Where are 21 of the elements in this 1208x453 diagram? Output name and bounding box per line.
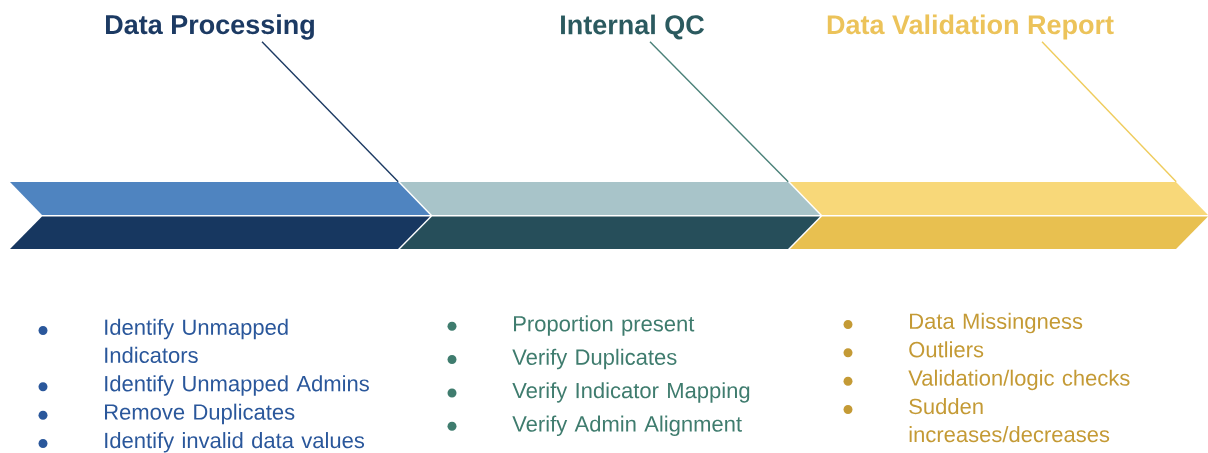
bullet-item: Verify Admin Alignment: [447, 415, 742, 437]
bullet-item: Verify Duplicates: [447, 348, 677, 370]
stage-title: Internal QC: [561, 14, 704, 40]
bullet-item: Proportion present: [447, 315, 695, 336]
stage-title: Data Processing: [106, 14, 314, 40]
leader-line: [1041, 41, 1177, 183]
timeline-segment: [400, 182, 820, 249]
bullet-item: Outliers: [843, 341, 984, 358]
bullet-item: Remove Duplicates: [38, 403, 295, 425]
bullet-item: Identify invalid data values: [38, 432, 365, 453]
bullet-item: Identify Unmapped Admins: [38, 375, 369, 396]
timeline-segment: [790, 182, 1208, 249]
bullet-item: Data Missingness: [843, 312, 1083, 334]
leader-line: [261, 41, 399, 183]
timeline-segment: [10, 182, 430, 249]
leader-line: [649, 40, 789, 183]
bullet-item: Validation/logic checks: [843, 369, 1130, 391]
bullet-item: Verify Indicator Mapping: [447, 382, 750, 403]
bullet-item: Sudden increases/decreases: [843, 398, 1110, 443]
stage-title: Data Validation Report: [827, 14, 1114, 40]
bullet-item: Identify Unmapped Indicators: [38, 318, 288, 363]
